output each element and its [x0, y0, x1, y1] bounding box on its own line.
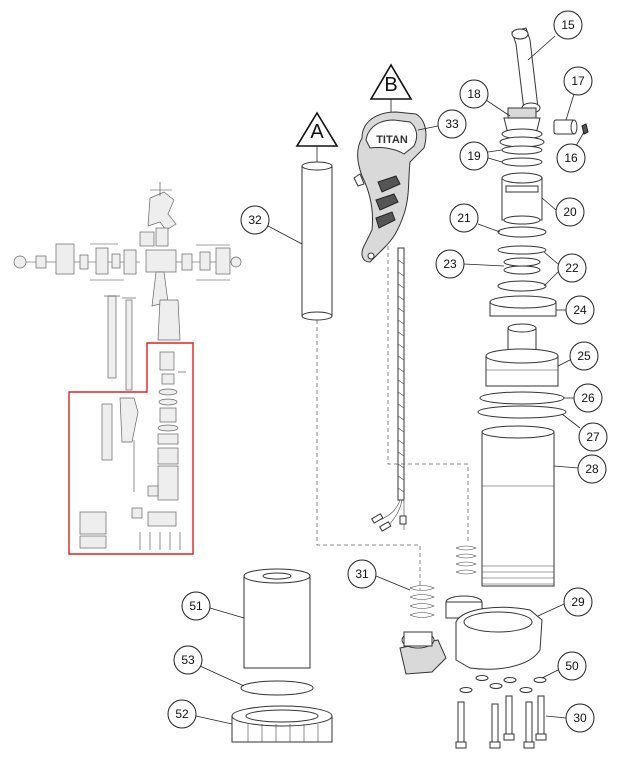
callout-23: 23 [435, 249, 505, 279]
svg-text:52: 52 [175, 707, 189, 721]
overview-columns [104, 295, 181, 391]
svg-text:18: 18 [467, 87, 481, 101]
callout-31: 31 [347, 559, 411, 591]
overview-top-assembly [13, 182, 242, 307]
callout-27: 27 [561, 413, 608, 452]
svg-text:16: 16 [564, 151, 578, 165]
part-nut [231, 705, 333, 743]
callout-28: 28 [553, 454, 607, 484]
callout-18: 18 [459, 79, 511, 117]
svg-text:33: 33 [445, 117, 459, 131]
svg-text:32: 32 [248, 213, 262, 227]
part-collar [489, 295, 557, 317]
callout-29: 29 [537, 587, 593, 617]
part-gasket [479, 391, 565, 405]
callout-21: 21 [449, 203, 501, 233]
callout-25: 25 [557, 341, 599, 371]
section-marker-b: B [369, 63, 413, 112]
callout-32: 32 [240, 205, 303, 245]
svg-text:17: 17 [571, 74, 585, 88]
svg-text:21: 21 [457, 211, 471, 225]
callout-26: 26 [564, 383, 603, 413]
svg-text:24: 24 [573, 303, 587, 317]
callout-15: 15 [527, 10, 583, 61]
part-ring-lower [497, 280, 547, 292]
svg-text:50: 50 [565, 659, 579, 673]
part-base [399, 595, 543, 675]
callout-50: 50 [541, 651, 587, 681]
callout-52: 52 [167, 699, 233, 729]
part-pin [581, 123, 589, 135]
part-wrench [511, 27, 541, 114]
svg-text:27: 27 [586, 430, 600, 444]
part-spring-31 [409, 585, 435, 618]
svg-text:19: 19 [467, 149, 481, 163]
callout-20: 20 [541, 197, 585, 227]
overview-highlight-box [68, 342, 194, 555]
part-cylinder [243, 568, 311, 669]
part-small-cylinder [553, 119, 578, 135]
overview-highlighted-parts [79, 351, 186, 550]
part-o-rings [501, 145, 543, 167]
svg-text:26: 26 [581, 391, 595, 405]
part-spring-washer [497, 245, 547, 275]
svg-text:B: B [384, 74, 397, 96]
part-sleeve [501, 172, 543, 225]
svg-text:31: 31 [355, 567, 369, 581]
svg-text:23: 23 [443, 257, 457, 271]
part-spring-right [455, 545, 477, 575]
callout-33: 33 [417, 109, 467, 139]
part-ring-upper [497, 226, 547, 238]
part-large-o-ring [477, 405, 567, 419]
callout-30: 30 [545, 703, 595, 733]
part-handle-grip: TITAN [353, 111, 469, 542]
callout-53: 53 [173, 645, 245, 687]
part-washers [459, 675, 547, 693]
svg-text:25: 25 [577, 349, 591, 363]
part-seal-ring [240, 680, 314, 696]
svg-text:53: 53 [181, 653, 195, 667]
svg-text:28: 28 [585, 462, 599, 476]
callout-17: 17 [563, 66, 593, 121]
svg-text:22: 22 [565, 261, 579, 275]
svg-text:30: 30 [573, 711, 587, 725]
callout-51: 51 [181, 591, 245, 621]
callout-16: 16 [556, 131, 586, 173]
brand-logo-text: TITAN [376, 134, 408, 146]
part-barrel [481, 425, 555, 587]
part-head-fitting [499, 107, 545, 148]
svg-text:29: 29 [571, 595, 585, 609]
svg-text:51: 51 [189, 599, 203, 613]
svg-text:15: 15 [561, 18, 575, 32]
svg-text:A: A [310, 121, 324, 143]
part-bolts [455, 695, 547, 749]
section-marker-a: A [295, 111, 339, 162]
callout-22: 22 [543, 251, 587, 287]
callout-19: 19 [459, 141, 503, 171]
callouts: 15 17 18 33 19 16 [167, 10, 608, 733]
part-piston-head [485, 323, 559, 387]
overview-thumbnail [13, 182, 242, 555]
part-tube [301, 161, 421, 590]
callout-24: 24 [556, 295, 595, 325]
svg-text:20: 20 [563, 205, 577, 219]
